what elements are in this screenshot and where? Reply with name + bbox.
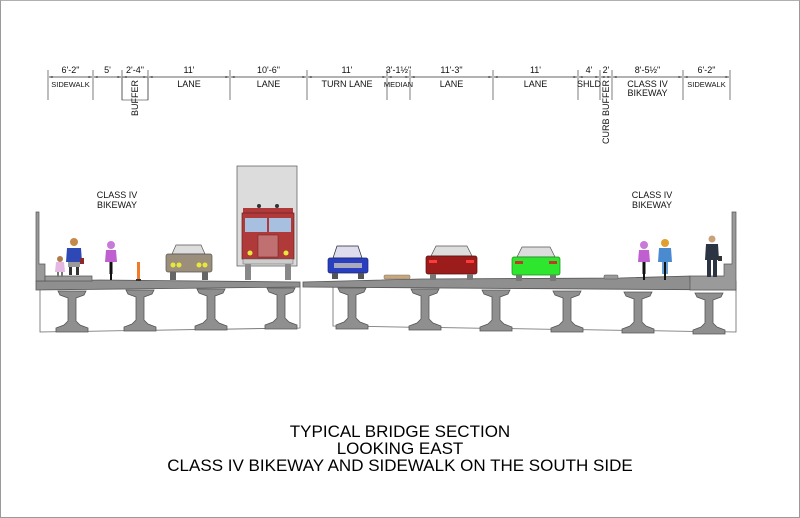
dimension-label: LANE [177, 79, 201, 89]
dimension-string: 6'-2" SIDEWALK 5' 2'-4" BUFFER 11' LANE 10'-6" L… [47, 65, 731, 144]
dimension-label: SHLD [577, 79, 602, 89]
pedestrian-businessman-right [705, 235, 722, 277]
dimension-value: 4' [586, 65, 593, 75]
dimension-value: 2'-4" [126, 65, 144, 75]
dimension-value: 6'-2" [698, 65, 716, 75]
svg-text:CLASS IV: CLASS IV [632, 190, 673, 200]
dimension-segment: 6'-2" SIDEWALK [49, 65, 92, 89]
svg-text:BIKEWAY: BIKEWAY [97, 200, 137, 210]
dimension-segment: 6'-2" SIDEWALK [684, 65, 729, 89]
dimension-value: 11' [183, 65, 194, 75]
dimension-value: 2' [603, 65, 610, 75]
bridge-deck-right [302, 211, 737, 335]
dimension-label: BUFFER [130, 79, 140, 116]
dimension-segment: 11'-3" LANE [411, 65, 492, 89]
callout-class-iv-bikeway-right: CLASS IV BIKEWAY [632, 190, 673, 210]
vehicle-sedan-green [511, 246, 561, 281]
dimension-label: TURN LANE [321, 79, 372, 89]
dimension-value: 8'-5½" [635, 65, 660, 75]
bridge-deck-left [35, 211, 301, 333]
callout-class-iv-bikeway-left: CLASS IV BIKEWAY [97, 190, 138, 210]
dimension-value: 6'-2" [62, 65, 80, 75]
drawing-title-line-3: CLASS IV BIKEWAY AND SIDEWALK ON THE SOU… [167, 456, 633, 475]
dimension-label: CLASS IV [627, 79, 668, 89]
dimension-segment: 2'-4" BUFFER [121, 65, 149, 116]
cyclist-right-blue [658, 239, 672, 280]
svg-text:CLASS IV: CLASS IV [97, 190, 138, 200]
dimension-value: 10'-6" [257, 65, 280, 75]
dimension-segment: 2' CURB BUFFER [601, 65, 611, 144]
pedestrian-adult-left [66, 238, 84, 275]
dimension-segment: 3'-1½" MEDIAN [384, 65, 413, 89]
dimension-segment: 10'-6" LANE [231, 65, 306, 89]
dimension-value: 5' [104, 65, 111, 75]
svg-text:BIKEWAY: BIKEWAY [632, 200, 672, 210]
dimension-value: 11' [530, 65, 541, 75]
dimension-segment: 11' TURN LANE [308, 65, 386, 89]
dimension-label: LANE [257, 79, 281, 89]
vehicle-sedan-blue [327, 245, 369, 279]
dimension-label: MEDIAN [384, 80, 413, 89]
dimension-label: LANE [524, 79, 548, 89]
dimension-value: 3'-1½" [386, 65, 411, 75]
dimension-segment: 11' LANE [149, 65, 229, 89]
vehicle-semi-truck [236, 165, 298, 280]
drawing-title-line-1: TYPICAL BRIDGE SECTION [289, 422, 511, 441]
delineator-post [136, 262, 141, 281]
dimension-value: 11' [341, 65, 352, 75]
cyclist-right-purple [638, 241, 650, 280]
dimension-label: CURB BUFFER [601, 80, 611, 145]
vehicle-sedan-tan [165, 244, 213, 280]
dimension-label: SIDEWALK [51, 80, 89, 89]
pedestrian-child-left [55, 256, 65, 277]
dimension-segment: 4' SHLD [577, 65, 602, 89]
cyclist-left [105, 241, 117, 280]
drawing-title-line-2: LOOKING EAST [336, 439, 464, 458]
dimension-label: LANE [440, 79, 464, 89]
dimension-segment: 11' LANE [494, 65, 577, 89]
dimension-value: 11'-3" [440, 65, 462, 75]
dimension-segment: 5' [94, 65, 121, 79]
dimension-label: BIKEWAY [627, 88, 667, 98]
dimension-label: SIDEWALK [687, 80, 725, 89]
vehicle-sedan-red [425, 245, 478, 280]
